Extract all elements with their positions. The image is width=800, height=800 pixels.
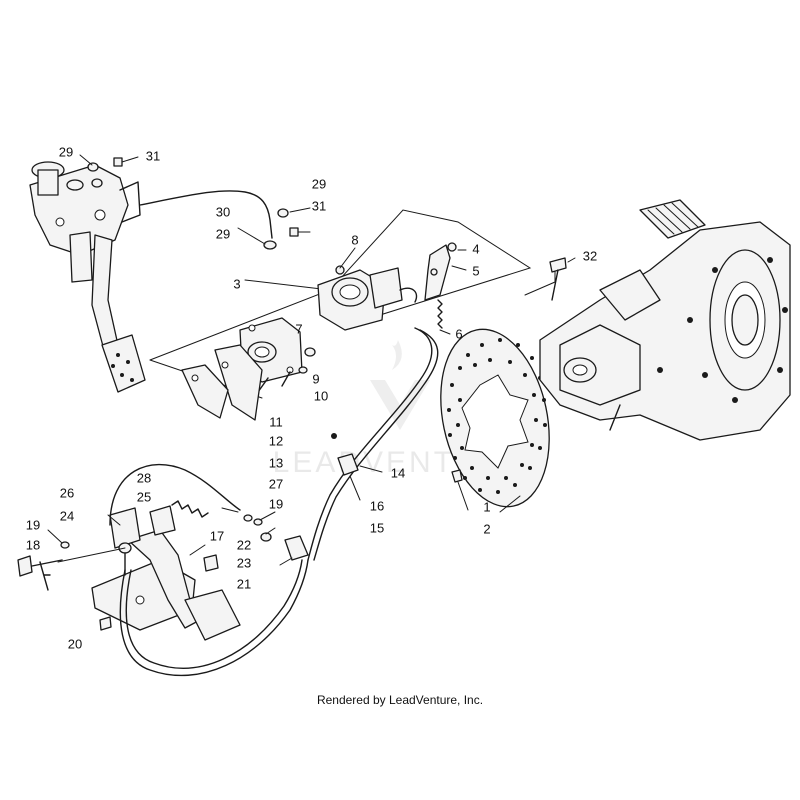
callout-29-c: 29 <box>216 226 230 241</box>
callout-14: 14 <box>391 465 405 480</box>
callout-15: 15 <box>370 520 384 535</box>
callout-6: 6 <box>455 326 462 341</box>
callout-3: 3 <box>233 276 240 291</box>
callout-31-a: 31 <box>146 148 160 163</box>
callout-4: 4 <box>472 241 479 256</box>
callout-16: 16 <box>370 498 384 513</box>
bolt-32 <box>524 257 576 301</box>
callout-29-a: 29 <box>59 144 73 159</box>
brake-cable-upper <box>307 327 433 561</box>
brake-cable-lower-outer <box>125 559 303 669</box>
watermark-flame <box>392 340 402 370</box>
brake-cable-upper-outer <box>313 329 439 561</box>
caliper-seals <box>298 347 316 374</box>
master-cylinder <box>29 161 146 393</box>
caliper-lever <box>424 242 467 335</box>
callout-27: 27 <box>269 476 283 491</box>
callout-18: 18 <box>26 537 40 552</box>
callout-21: 21 <box>237 576 251 591</box>
callout-17: 17 <box>210 528 224 543</box>
hose-fittings <box>237 207 311 250</box>
brake-cable-pedal-upper <box>109 463 241 526</box>
callout-11: 11 <box>269 414 283 429</box>
brake-disc <box>440 328 550 513</box>
callout-24: 24 <box>60 508 74 523</box>
brake-pads <box>181 344 263 421</box>
callout-31-b: 31 <box>312 198 326 213</box>
callout-23: 23 <box>237 555 251 570</box>
callout-2: 2 <box>483 521 490 536</box>
callout-19-left: 19 <box>26 517 40 532</box>
callout-9: 9 <box>312 371 319 386</box>
callout-labels: 1 2 3 4 5 6 7 8 9 10 11 12 13 14 15 16 1… <box>26 144 597 651</box>
footer-credit: Rendered by LeadVenture, Inc. <box>317 693 483 707</box>
callout-13: 13 <box>269 455 283 470</box>
cable-clip <box>331 433 383 501</box>
brake-cable-lower <box>119 559 309 677</box>
callout-20: 20 <box>68 636 82 651</box>
callout-25: 25 <box>137 489 151 504</box>
callout-5: 5 <box>472 263 479 278</box>
foot-pedal-assembly <box>17 500 309 641</box>
callout-8: 8 <box>351 232 358 247</box>
callout-22: 22 <box>237 537 251 552</box>
callout-28: 28 <box>137 470 151 485</box>
brake-hose <box>139 190 273 239</box>
callout-7: 7 <box>295 321 302 336</box>
rear-gearcase <box>539 199 791 441</box>
callout-19-right: 19 <box>269 496 283 511</box>
callout-1: 1 <box>483 499 490 514</box>
callout-30: 30 <box>216 204 230 219</box>
callout-29-b: 29 <box>312 176 326 191</box>
brake-caliper <box>317 247 418 331</box>
callout-32: 32 <box>583 248 597 263</box>
callout-10: 10 <box>314 388 328 403</box>
callout-12: 12 <box>269 433 283 448</box>
callout-26: 26 <box>60 485 74 500</box>
master-cylinder-fasteners <box>79 154 139 188</box>
